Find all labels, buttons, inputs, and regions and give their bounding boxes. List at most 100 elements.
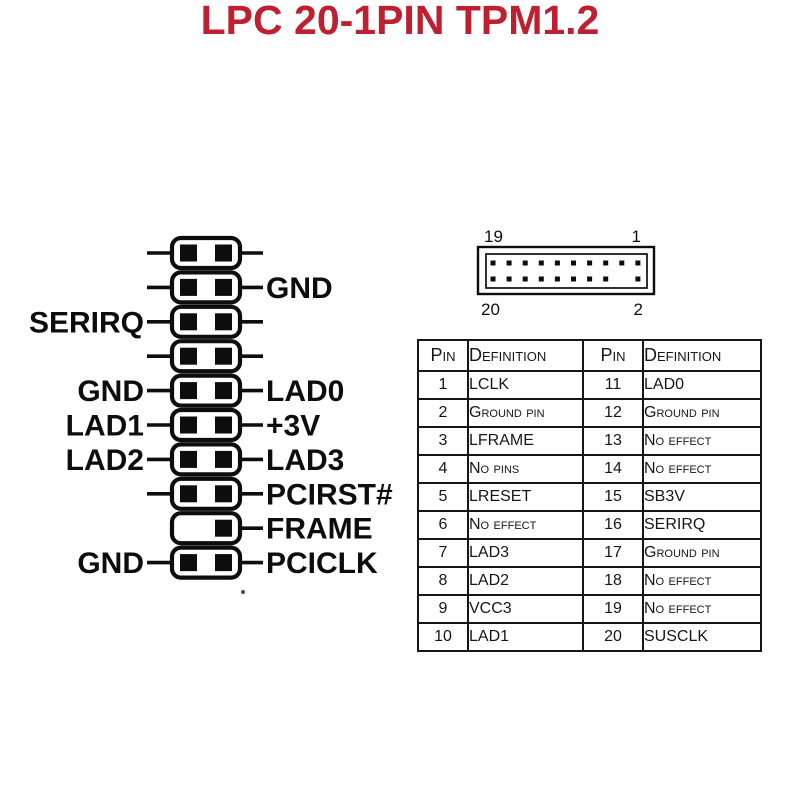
pin-square-right xyxy=(215,519,232,537)
pin-square-left xyxy=(180,450,197,468)
connector-pin-dot-bottom xyxy=(603,276,609,282)
pin-number-cell: 17 xyxy=(582,538,644,568)
pin-number-cell: 15 xyxy=(582,482,644,512)
pin-label-right: PCICLK xyxy=(266,547,378,580)
pin-square-right xyxy=(215,450,232,468)
definition-cell: LAD0 xyxy=(642,370,762,400)
definition-cell: No effect xyxy=(467,510,584,540)
definition-cell: VCC3 xyxy=(467,594,584,624)
definition-cell: SUSCLK xyxy=(642,622,762,652)
pin-square-left xyxy=(180,382,197,400)
pin-label-left: GND xyxy=(77,375,144,408)
pin-square-left xyxy=(180,313,197,331)
connector-pin-dot-top xyxy=(506,260,512,266)
pin-square-left xyxy=(180,347,197,365)
pin-square-left xyxy=(180,485,197,503)
pin-number-cell: 20 xyxy=(582,622,644,652)
definition-cell: LRESET xyxy=(467,482,584,512)
definition-cell: No pins xyxy=(467,454,584,484)
pin-label-left: GND xyxy=(77,547,144,580)
connector-pin-dot-top xyxy=(587,260,593,266)
definition-cell: No effect xyxy=(642,566,762,596)
pin-square-left xyxy=(180,278,197,296)
definition-cell: SERIRQ xyxy=(642,510,762,540)
definition-cell: LAD3 xyxy=(467,538,584,568)
connector-pin-dot-bottom xyxy=(571,276,576,282)
table-header-row: Pin Definition Pin Definition xyxy=(417,339,762,372)
connector-label-pin20: 20 xyxy=(481,300,500,319)
pin-number-cell: 16 xyxy=(582,510,644,540)
pin-label-right: GND xyxy=(266,272,333,305)
definition-cell: Ground pin xyxy=(642,538,762,568)
definition-cell: No effect xyxy=(642,454,762,484)
pin-square-right xyxy=(215,416,232,434)
connector-pin-dot-top xyxy=(619,260,625,266)
pin-number-cell: 6 xyxy=(417,510,469,540)
pin-square-left xyxy=(180,416,197,434)
connector-label-pin1: 1 xyxy=(632,227,641,246)
pin-label-right: LAD3 xyxy=(266,444,344,477)
connector-inner-outline xyxy=(485,253,648,289)
connector-pin-dot-top xyxy=(538,260,544,266)
pin-number-cell: 9 xyxy=(417,594,469,624)
pin-square-right xyxy=(215,244,232,262)
pin-square-right xyxy=(215,554,232,572)
pin-label-left: SERIRQ xyxy=(29,306,144,339)
pin-label-right: LAD0 xyxy=(266,375,344,408)
connector-pin-dot-top xyxy=(522,260,528,266)
definition-cell: LCLK xyxy=(467,370,584,400)
connector-label-pin19: 19 xyxy=(484,227,503,246)
connector-pin-dot-top xyxy=(490,260,496,266)
pin-label-left: LAD2 xyxy=(66,444,144,477)
header-definition-1: Definition xyxy=(467,339,584,372)
pin-number-cell: 3 xyxy=(417,426,469,456)
definition-cell: LFRAME xyxy=(467,426,584,456)
definition-cell: No effect xyxy=(642,594,762,624)
pin-square-right xyxy=(215,313,232,331)
definition-cell: LAD1 xyxy=(467,622,584,652)
pin-number-cell: 10 xyxy=(417,622,469,652)
pin-square-right xyxy=(215,485,232,503)
connector-pin-dot-bottom xyxy=(506,276,512,282)
definition-cell: No effect xyxy=(642,426,762,456)
connector-pin-dot-top xyxy=(635,260,641,266)
connector-pin-dot-bottom xyxy=(490,276,496,282)
connector-pin-dot-bottom xyxy=(522,276,528,282)
definition-cell: SB3V xyxy=(642,482,762,512)
pin-number-cell: 7 xyxy=(417,538,469,568)
connector-label-pin2: 2 xyxy=(634,300,643,319)
definition-cell: Ground pin xyxy=(467,398,584,428)
header-pin-2: Pin xyxy=(582,339,644,372)
connector-pin-dot-top xyxy=(603,260,609,266)
pin-number-cell: 12 xyxy=(582,398,644,428)
pin-square-right xyxy=(215,278,232,296)
pin-square-right xyxy=(215,347,232,365)
pin-number-cell: 18 xyxy=(582,566,644,596)
pin-number-cell: 5 xyxy=(417,482,469,512)
definition-cell: Ground pin xyxy=(642,398,762,428)
page-title: LPC 20-1PIN TPM1.2 xyxy=(200,0,600,43)
pin-number-cell: 8 xyxy=(417,566,469,596)
pin-square-left xyxy=(180,554,197,572)
pin-number-cell: 13 xyxy=(582,426,644,456)
pin-label-right: PCIRST# xyxy=(266,478,393,511)
header-definition-2: Definition xyxy=(642,339,762,372)
pin-number-cell: 4 xyxy=(417,454,469,484)
pin-label-left: LAD1 xyxy=(66,410,144,443)
connector-pin-dot-bottom xyxy=(587,276,593,282)
print-artifact-dot xyxy=(241,590,245,594)
connector-pin-dot-bottom xyxy=(554,276,560,282)
connector-pin-dot-bottom xyxy=(635,276,641,282)
pin-number-cell: 1 xyxy=(417,370,469,400)
